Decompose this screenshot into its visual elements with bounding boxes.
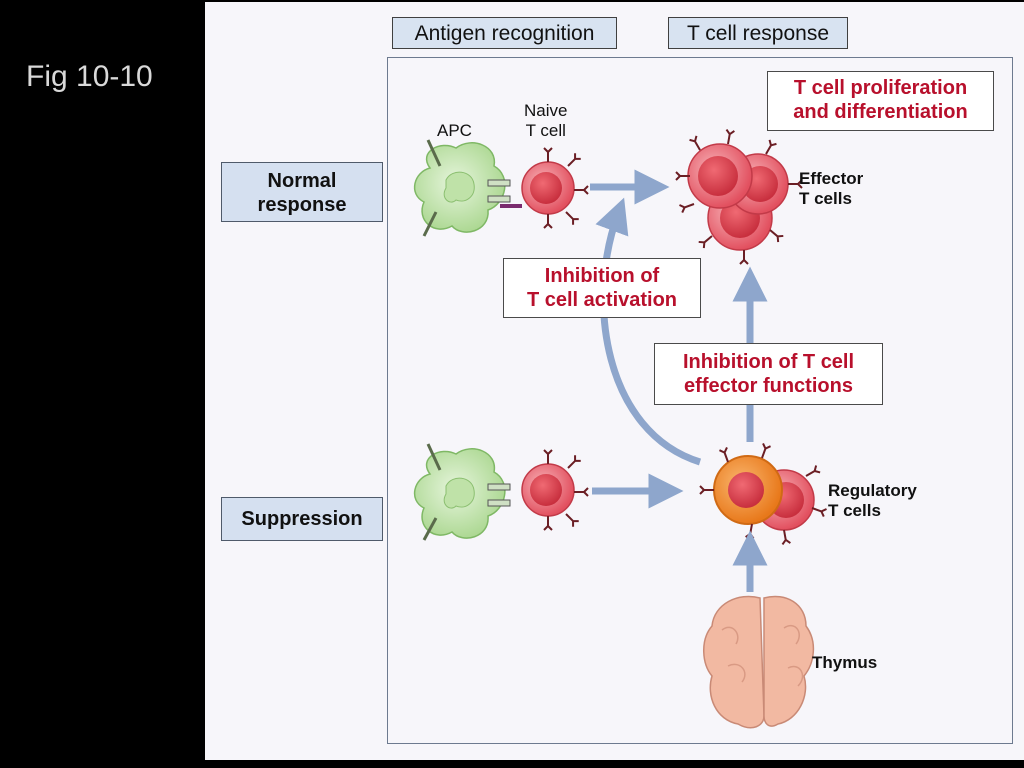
naive-t-cell-label: Naive T cell — [524, 101, 567, 141]
suppression-label: Suppression — [221, 497, 383, 541]
thymus-label: Thymus — [812, 653, 878, 672]
effector-label-line1: Effector — [799, 169, 864, 188]
proliferation-line1: T cell proliferation — [793, 77, 968, 99]
regulatory-label-line1: Regulatory — [828, 481, 917, 500]
normal-response-line1: Normal — [267, 170, 337, 192]
inhibition-effector-line1: Inhibition of T cell — [682, 351, 855, 373]
arrow-regulatory-to-activation — [595, 197, 702, 466]
normal-response-line2: response — [257, 194, 347, 216]
inhibition-activation-line1: Inhibition of — [544, 265, 660, 287]
apc-cell-normal — [413, 139, 522, 237]
inhibition-activation-line2: T cell activation — [526, 289, 678, 311]
proliferation-box: T cell proliferation and differentiation — [767, 71, 994, 131]
naive-t-cell-normal — [521, 147, 589, 229]
inhibition-activation-box: Inhibition of T cell activation — [503, 258, 701, 318]
normal-response-label: Normal response — [221, 162, 383, 222]
antigen-recognition-header: Antigen recognition — [392, 17, 617, 49]
naive-label-line2: T cell — [525, 121, 566, 140]
apc-label: APC — [437, 121, 472, 140]
inhibition-effector-box: Inhibition of T cell effector functions — [654, 343, 883, 405]
regulatory-label-line2: T cells — [828, 501, 881, 520]
naive-t-cell-suppression — [521, 449, 589, 531]
thymus-organ — [703, 595, 815, 729]
regulatory-t-cells — [699, 442, 828, 546]
effector-label-line2: T cells — [799, 189, 852, 208]
regulatory-t-cells-label: Regulatory T cells — [828, 481, 917, 521]
naive-label-line1: Naive — [524, 101, 568, 120]
effector-t-cells-label: Effector T cells — [799, 169, 863, 209]
effector-t-cells — [675, 128, 803, 265]
figure-label: Fig 10-10 — [26, 60, 153, 93]
inhibition-effector-line2: effector functions — [684, 375, 853, 397]
apc-cell-suppression — [413, 443, 511, 541]
proliferation-line2: and differentiation — [793, 101, 968, 123]
t-cell-response-header: T cell response — [668, 17, 848, 49]
